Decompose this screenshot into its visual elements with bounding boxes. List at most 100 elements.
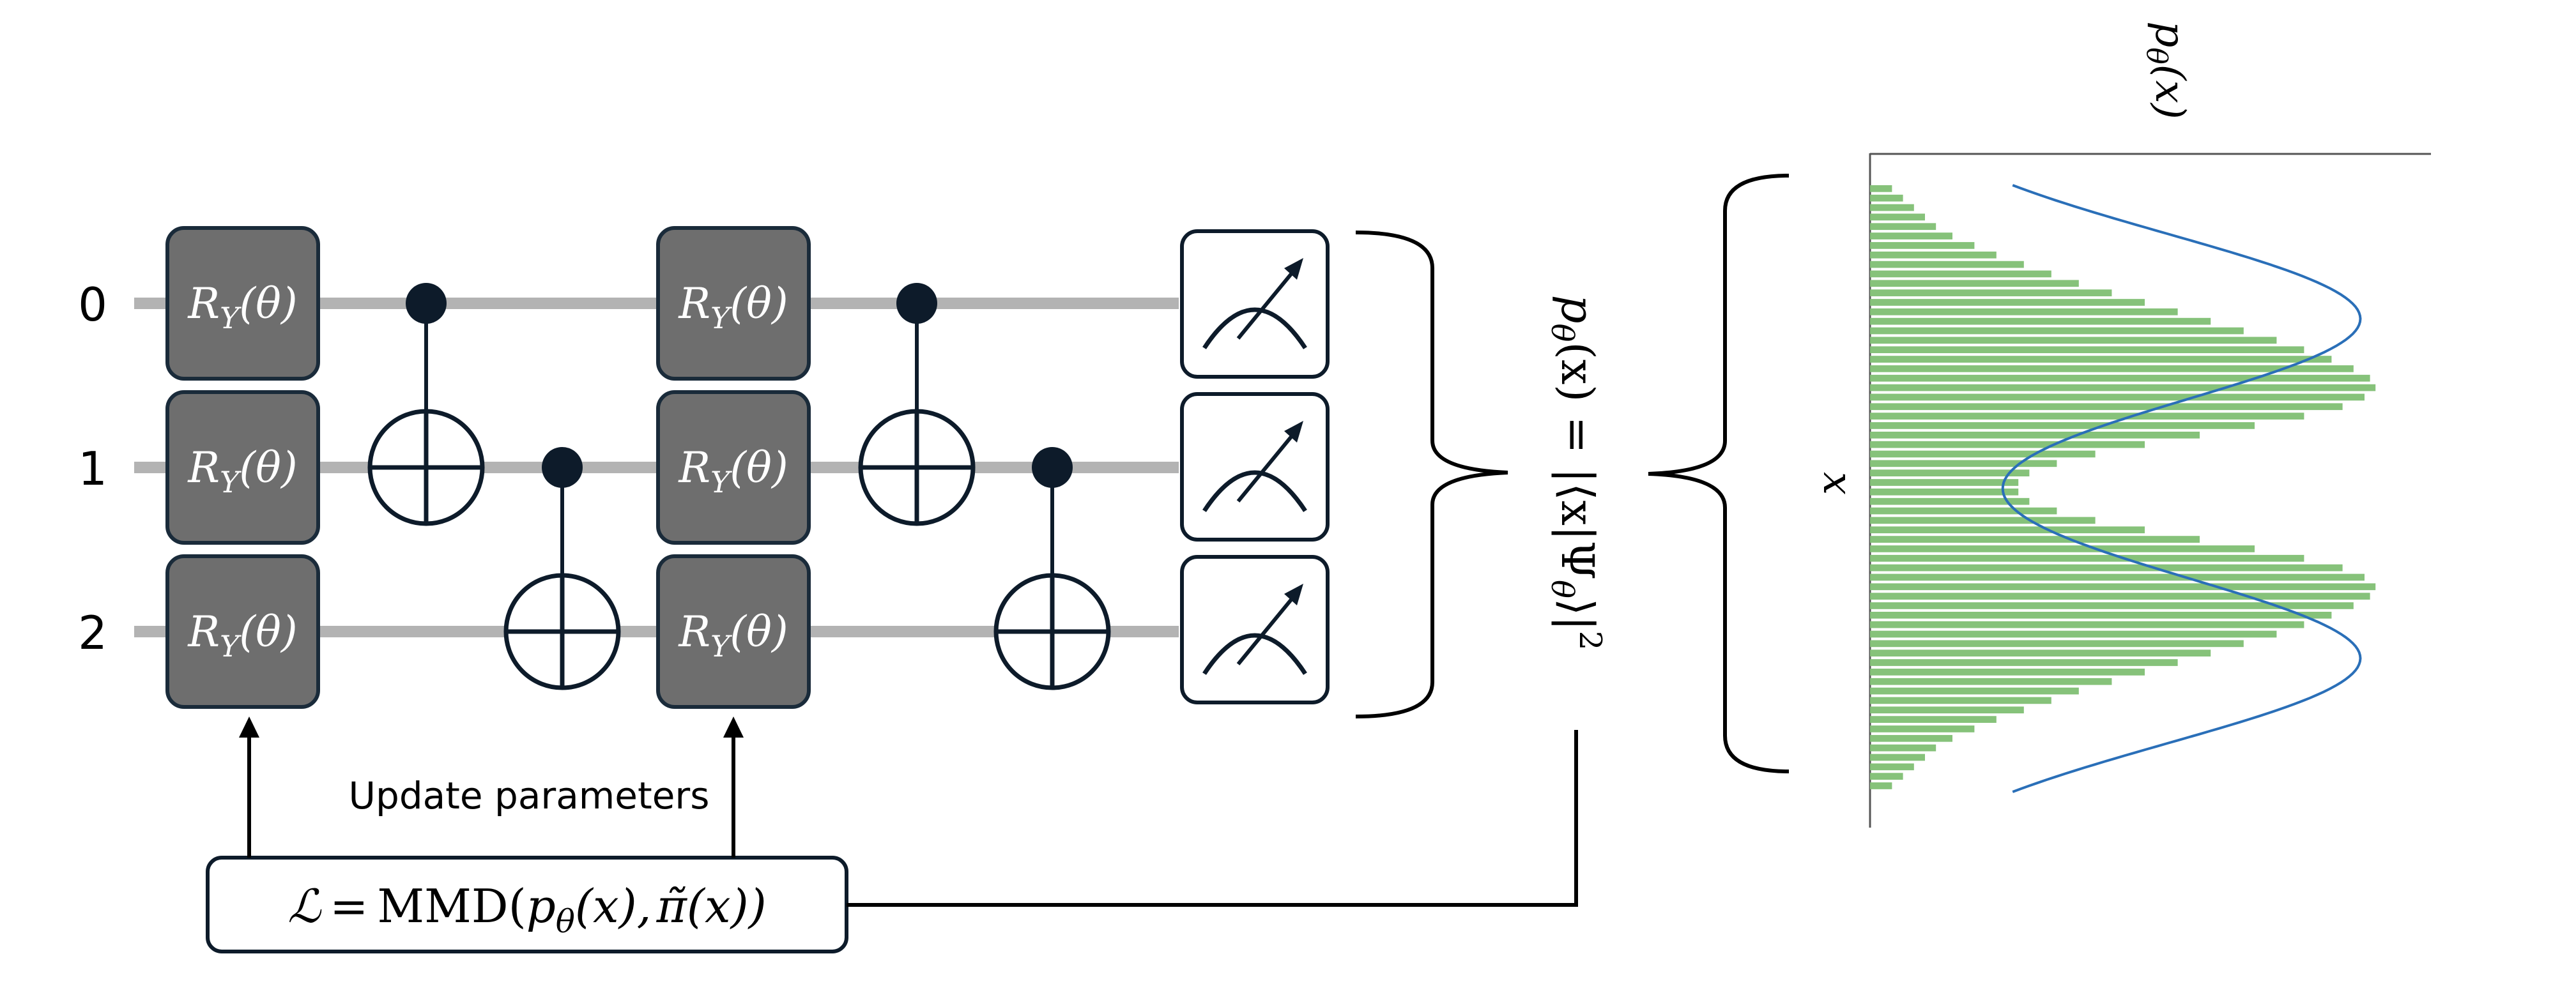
hist-bar	[1870, 630, 2277, 638]
hist-bar	[1870, 441, 2145, 448]
hist-bar	[1870, 299, 2145, 306]
measurement-meter-icon-q2	[1180, 555, 1330, 704]
hist-bar	[1870, 536, 2200, 543]
hist-bar	[1870, 289, 2112, 296]
hist-x-label: pθ(x)	[2140, 21, 2193, 119]
hist-bar	[1870, 194, 1903, 202]
hist-bar	[1870, 773, 1903, 780]
qubit-label-2: 2	[78, 606, 107, 660]
hist-bar	[1870, 659, 2178, 666]
histogram-brace	[1648, 174, 1790, 773]
hist-bar	[1870, 489, 2019, 496]
hist-bar	[1870, 261, 2024, 268]
hist-bar	[1870, 507, 2057, 515]
hist-bar	[1870, 422, 2255, 429]
hist-bar	[1870, 223, 1936, 231]
hist-bar	[1870, 583, 2376, 591]
hist-bar	[1870, 346, 2304, 354]
ry-gate-col1-q1: RY(θ)	[165, 390, 320, 545]
hist-bar	[1870, 782, 1892, 789]
hist-bar	[1870, 716, 1997, 723]
hist-bar	[1870, 213, 1925, 221]
hist-bar	[1870, 497, 2030, 505]
hist-bar	[1870, 734, 1952, 742]
svg-text:RY(θ): RY(θ)	[187, 279, 297, 335]
hist-bar	[1870, 621, 2304, 628]
hist-bar	[1870, 687, 2079, 695]
feedback-connector	[847, 730, 1578, 907]
hist-bar	[1870, 337, 2277, 344]
ry-gate-col1-q0: RY(θ)	[165, 226, 320, 381]
hist-bar	[1870, 232, 1952, 239]
qubit-label-0: 0	[78, 278, 107, 331]
hist-bar	[1870, 393, 2365, 401]
measurement-meter-icon-q1	[1180, 392, 1330, 542]
ry-gate-col1-q2: RY(θ)	[165, 554, 320, 709]
ry-gate-col2-q2: RY(θ)	[656, 554, 811, 709]
measurement-brace	[1355, 231, 1508, 718]
hist-bar	[1870, 280, 2079, 287]
svg-text:ℒ=MMD(pθ(x),π̃(x)): ℒ=MMD(pθ(x),π̃(x))	[288, 879, 767, 940]
cnot-control-0-target-1-a	[367, 283, 485, 526]
hist-bar	[1870, 384, 2376, 391]
hist-bar	[1870, 356, 2332, 363]
update-arrow-col1	[239, 717, 259, 858]
hist-bar	[1870, 593, 2370, 600]
hist-bar	[1870, 403, 2343, 411]
hist-bar	[1870, 678, 2112, 685]
hist-bar	[1870, 242, 1975, 249]
hist-y-label: x	[1814, 472, 1861, 495]
density-curve	[2001, 184, 2362, 793]
hist-bar	[1870, 649, 2211, 657]
hist-bar	[1870, 611, 2332, 619]
hist-bar	[1870, 460, 2057, 467]
cnot-control-1-target-2-b	[993, 447, 1111, 690]
measurement-meter-icon-q0	[1180, 229, 1330, 379]
hist-bar	[1870, 469, 2030, 476]
cnot-control-0-target-1-b	[858, 283, 976, 526]
probability-label: pθ(x) = |⟨x|Ψθ⟩|2	[1544, 295, 1608, 651]
hist-bar	[1870, 706, 2024, 714]
hist-bar	[1870, 554, 2304, 562]
hist-bar	[1870, 374, 2370, 382]
hist-bar	[1870, 517, 2096, 524]
ry-gate-col2-q1: RY(θ)	[656, 390, 811, 545]
hist-bar	[1870, 564, 2343, 572]
hist-bar	[1870, 204, 1914, 211]
hist-bar	[1870, 251, 1997, 259]
hist-bar	[1870, 526, 2145, 534]
hist-bar	[1870, 431, 2200, 439]
distribution-histogram: pθ(x) x	[1814, 21, 2431, 828]
update-arrow-col2	[723, 717, 744, 858]
hist-bar	[1870, 697, 2051, 704]
hist-bar	[1870, 450, 2096, 458]
cnot-control-1-target-2-a	[503, 447, 621, 690]
hist-bar	[1870, 365, 2354, 372]
hist-bar	[1870, 413, 2304, 420]
hist-bar	[1870, 754, 1925, 761]
loss-function-box: ℒ=MMD(pθ(x),π̃(x))	[206, 856, 848, 953]
hist-bar	[1870, 185, 1892, 192]
svg-text:RY(θ): RY(θ)	[678, 279, 788, 335]
hist-bar	[1870, 725, 1975, 732]
svg-text:RY(θ): RY(θ)	[678, 443, 788, 499]
hist-bar	[1870, 640, 2244, 648]
hist-bar	[1870, 744, 1936, 752]
update-parameters-label: Update parameters	[349, 774, 710, 817]
hist-bar	[1870, 763, 1914, 771]
ry-gate-col2-q0: RY(θ)	[656, 226, 811, 381]
svg-text:RY(θ): RY(θ)	[678, 607, 788, 664]
hist-bar	[1870, 573, 2365, 581]
hist-bar	[1870, 602, 2354, 609]
hist-bar	[1870, 327, 2244, 335]
hist-bar	[1870, 270, 2051, 278]
hist-bar	[1870, 545, 2255, 552]
svg-text:RY(θ): RY(θ)	[187, 607, 297, 664]
qubit-label-1: 1	[78, 442, 107, 496]
svg-text:RY(θ): RY(θ)	[187, 443, 297, 499]
hist-bar	[1870, 479, 2019, 486]
hist-bar	[1870, 317, 2211, 325]
hist-bar	[1870, 669, 2145, 676]
hist-bar	[1870, 308, 2178, 315]
